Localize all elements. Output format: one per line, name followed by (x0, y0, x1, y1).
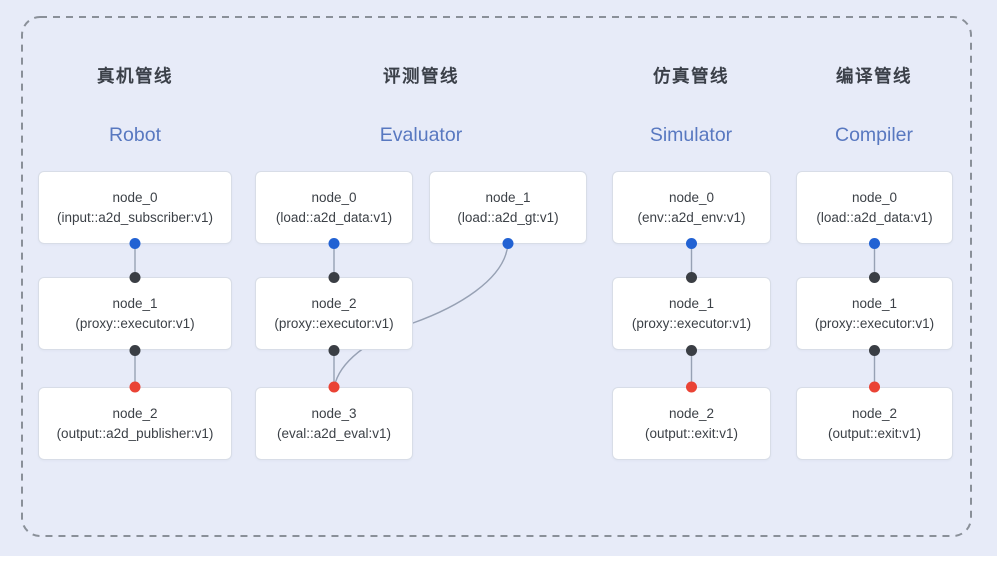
node-simulator-node0[interactable]: node_0 (env::a2d_env:v1) (612, 171, 771, 244)
node-type: (load::a2d_gt:v1) (457, 209, 559, 225)
node-name: node_0 (311, 189, 357, 205)
node-type: (proxy::executor:v1) (631, 315, 752, 331)
pipeline-title-zh-simulator: 仿真管线 (653, 66, 729, 86)
node-type: (load::a2d_data:v1) (275, 209, 393, 225)
node-compiler-node2[interactable]: node_2 (output::exit:v1) (796, 387, 953, 460)
node-simulator-node1[interactable]: node_1 (proxy::executor:v1) (612, 277, 771, 350)
node-name: node_2 (311, 295, 357, 311)
node-type: (proxy::executor:v1) (814, 315, 935, 331)
pipeline-title-en-compiler: Compiler (834, 124, 914, 146)
node-type: (env::a2d_env:v1) (637, 209, 746, 225)
node-type: (load::a2d_data:v1) (816, 209, 933, 225)
node-name: node_0 (851, 189, 898, 205)
pipeline-title-zh-robot: 真机管线 (97, 66, 173, 86)
dashed-boundary (21, 16, 972, 537)
node-type: (output::exit:v1) (644, 425, 739, 441)
node-compiler-node1[interactable]: node_1 (proxy::executor:v1) (796, 277, 953, 350)
node-robot-node2[interactable]: node_2 (output::a2d_publisher:v1) (38, 387, 232, 460)
node-name: node_0 (668, 189, 715, 205)
node-type: (output::exit:v1) (827, 425, 922, 441)
node-name: node_2 (851, 405, 898, 421)
node-robot-node0[interactable]: node_0 (input::a2d_subscriber:v1) (38, 171, 232, 244)
node-evaluator-node1[interactable]: node_1 (load::a2d_gt:v1) (429, 171, 587, 244)
pipeline-title-en-robot: Robot (108, 124, 162, 146)
node-robot-node1[interactable]: node_1 (proxy::executor:v1) (38, 277, 232, 350)
node-name: node_3 (311, 405, 357, 421)
node-type: (eval::a2d_eval:v1) (276, 425, 392, 441)
node-compiler-node0[interactable]: node_0 (load::a2d_data:v1) (796, 171, 953, 244)
node-evaluator-node2[interactable]: node_2 (proxy::executor:v1) (255, 277, 413, 350)
node-name: node_1 (485, 189, 531, 205)
node-name: node_2 (668, 405, 715, 421)
node-simulator-node2[interactable]: node_2 (output::exit:v1) (612, 387, 771, 460)
node-type: (proxy::executor:v1) (274, 315, 394, 331)
pipeline-title-en-evaluator: Evaluator (379, 124, 463, 146)
node-name: node_1 (668, 295, 715, 311)
bottom-page-strip (0, 556, 997, 563)
node-name: node_1 (112, 295, 158, 311)
pipeline-title-zh-evaluator: 评测管线 (383, 66, 459, 86)
node-evaluator-node0[interactable]: node_0 (load::a2d_data:v1) (255, 171, 413, 244)
pipeline-title-en-simulator: Simulator (649, 124, 733, 146)
node-evaluator-node3[interactable]: node_3 (eval::a2d_eval:v1) (255, 387, 413, 460)
node-type: (input::a2d_subscriber:v1) (56, 209, 214, 225)
node-name: node_0 (112, 189, 158, 205)
node-type: (proxy::executor:v1) (75, 315, 195, 331)
node-type: (output::a2d_publisher:v1) (56, 425, 214, 441)
node-name: node_2 (112, 405, 158, 421)
edge-evaluator-n1-n3-curve (334, 242, 509, 385)
pipeline-title-zh-compiler: 编译管线 (836, 66, 912, 86)
node-name: node_1 (851, 295, 898, 311)
